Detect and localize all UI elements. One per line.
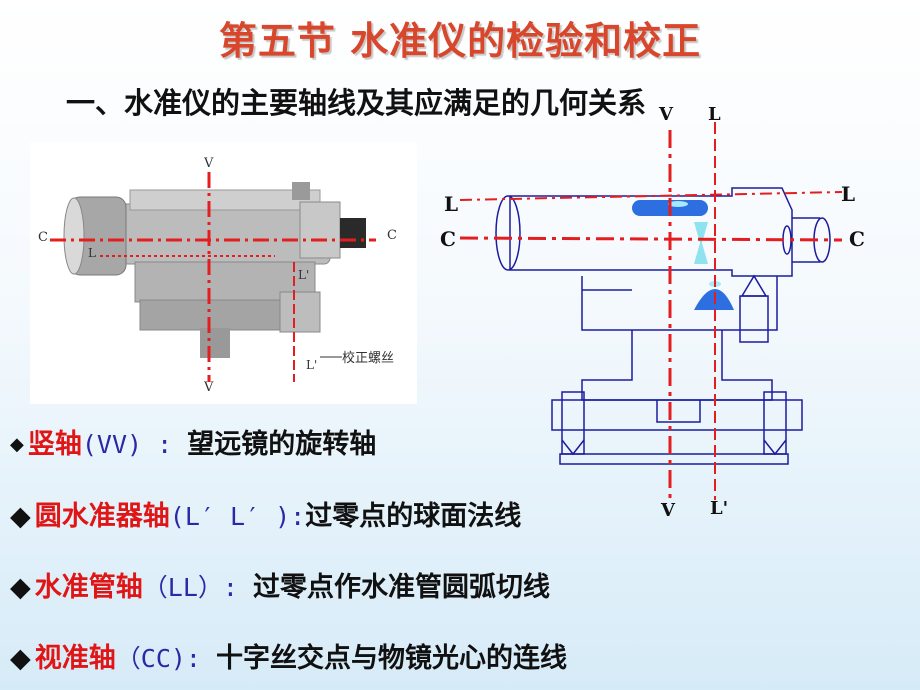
bullet-term: 竖轴	[27, 429, 82, 460]
photo-label-screw: 校正螺丝	[342, 351, 395, 366]
photo-label-v-bottom: V	[204, 380, 214, 395]
bullet-collimation-axis: ◆视准轴（CC): 十字丝交点与物镜光心的连线	[10, 636, 567, 675]
bullet-abbr: （LL）:	[142, 573, 253, 602]
diagram-label-l-right: L	[841, 182, 856, 206]
axis-diagram: V L L L C C V L'	[432, 100, 882, 530]
bullet-abbr: （CC):	[115, 644, 217, 673]
diagram-label-l-top: L	[708, 104, 721, 125]
diamond-marker: ◆	[10, 572, 31, 603]
diagram-label-c-right: C	[849, 227, 865, 251]
diagram-label-c-left: C	[440, 227, 456, 251]
diagram-label-l-prime-bottom: L'	[710, 498, 729, 519]
photo-label-l-prime-top: L'	[298, 268, 310, 282]
diagram-label-v-top: V	[659, 104, 673, 125]
bullet-term: 圆水准器轴	[34, 501, 170, 532]
diamond-marker: ◆	[10, 501, 31, 532]
bullet-definition: 过零点的球面法线	[305, 501, 522, 532]
photo-label-l-left: L	[88, 246, 96, 260]
bullet-definition: 十字丝交点与物镜光心的连线	[216, 643, 568, 674]
photo-label-v-top: V	[204, 156, 214, 171]
instrument-photo: V V C C L L' L' 校正螺丝	[30, 142, 417, 404]
section-subtitle: 一、水准仪的主要轴线及其应满足的几何关系	[66, 86, 647, 120]
bullet-term: 视准轴	[34, 643, 116, 674]
photo-label-l-prime-bottom: L'	[306, 358, 318, 372]
bullet-term: 水准管轴	[34, 572, 143, 603]
diamond-marker: ◆	[10, 643, 31, 674]
photo-label-c-left: C	[38, 230, 48, 245]
bullet-abbr: (L′ L′ ):	[169, 502, 306, 531]
bullet-abbr: (VV) :	[81, 430, 188, 459]
diamond-marker: ◆	[10, 434, 24, 455]
bullet-definition: 望远镜的旋转轴	[187, 429, 377, 460]
diagram-label-v-bottom: V	[661, 500, 675, 521]
bullet-circular-vial-axis: ◆圆水准器轴(L′ L′ ):过零点的球面法线	[10, 494, 521, 533]
diagram-label-l-left: L	[444, 192, 459, 216]
bullet-vertical-axis: ◆竖轴(VV) : 望远镜的旋转轴	[10, 422, 376, 461]
photo-label-c-right: C	[387, 228, 397, 243]
bullet-tube-vial-axis: ◆水准管轴（LL）: 过零点作水准管圆弧切线	[10, 565, 550, 604]
bullet-definition: 过零点作水准管圆弧切线	[252, 572, 550, 603]
page-title: 第五节 水准仪的检验和校正	[218, 18, 702, 63]
